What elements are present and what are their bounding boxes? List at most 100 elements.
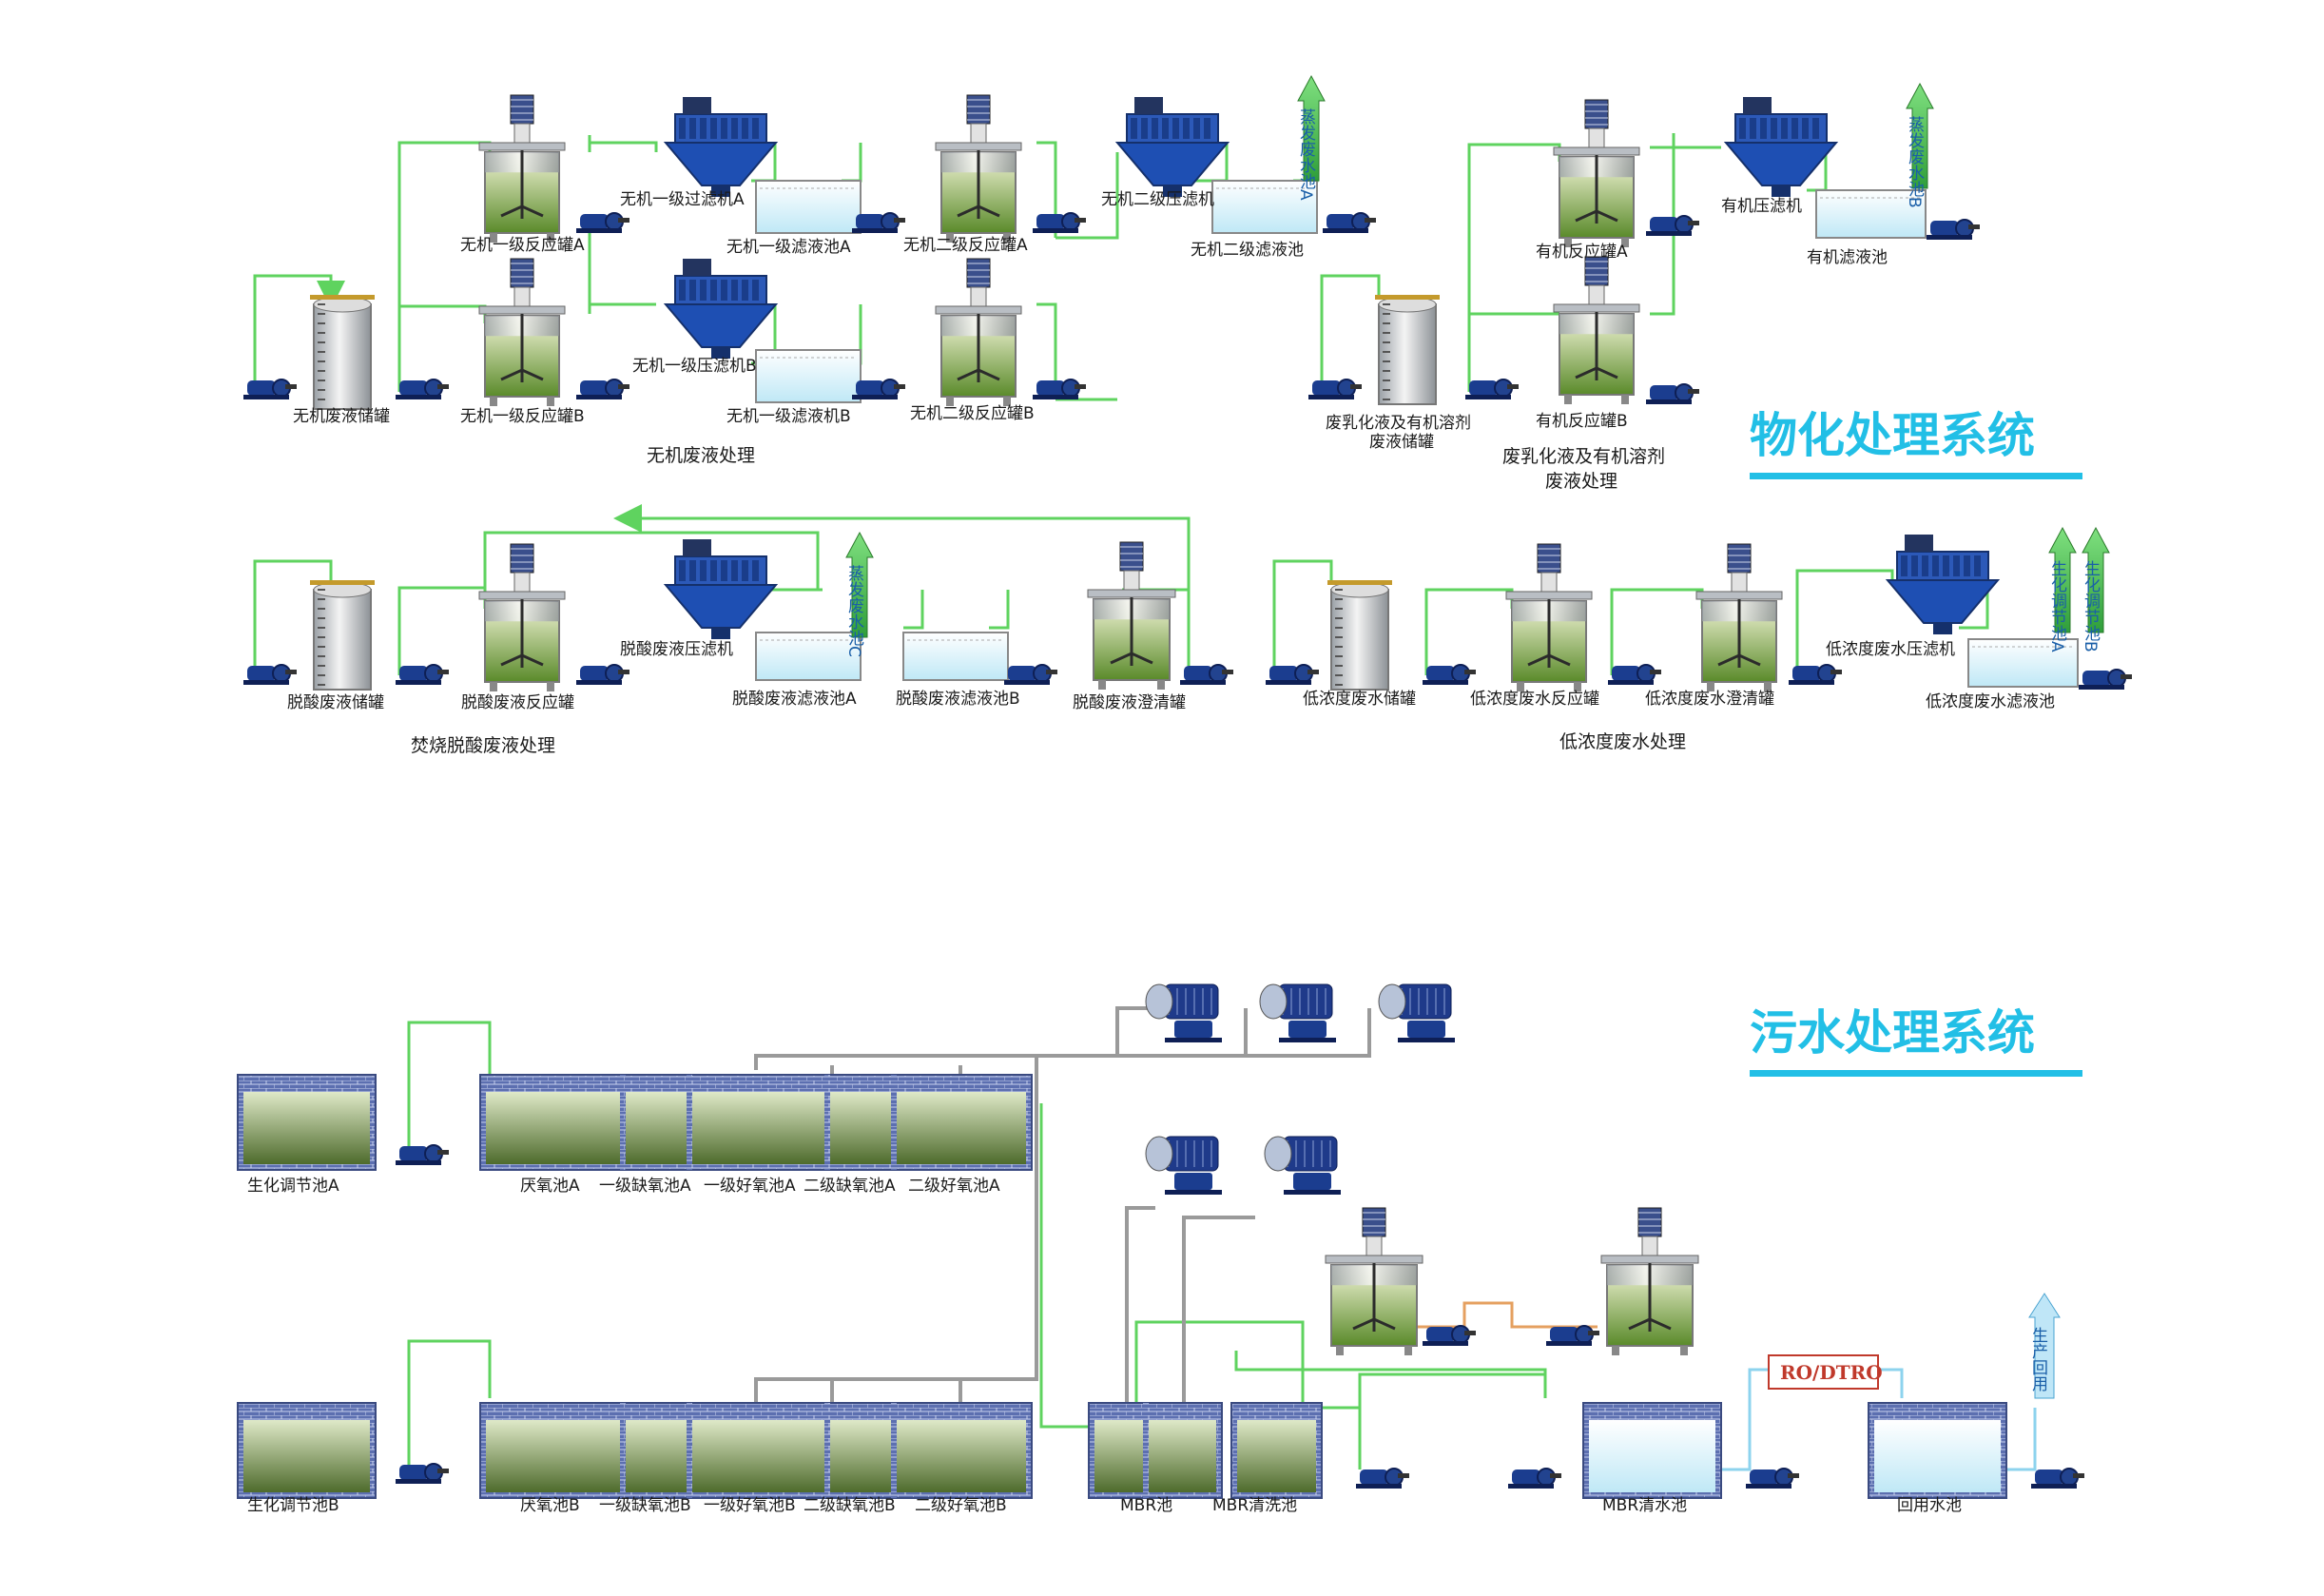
label-bio-b: 生化调节池B xyxy=(247,1496,339,1515)
label-anoxic1-b: 一级缺氧池B xyxy=(599,1496,691,1515)
sludge-reactor-icon xyxy=(1600,1207,1699,1355)
emulsion-storage-tank-icon xyxy=(1375,295,1440,405)
label-deacid-clarifier: 脱酸废液澄清罐 xyxy=(1073,693,1186,712)
deacid-flb-pool-icon xyxy=(902,632,1009,681)
section-inorganic: 无机废液处理 xyxy=(647,445,755,466)
deacid-fla-pool-icon xyxy=(755,632,862,681)
label-inorganic-r2b: 无机二级反应罐B xyxy=(910,404,1035,423)
label-inorganic-fl1b: 无机一级滤液机B xyxy=(726,407,851,426)
bio-tank-b-icon xyxy=(237,1402,377,1499)
label-organic-rb: 有机反应罐B xyxy=(1536,412,1628,431)
pump-icon xyxy=(1180,664,1233,685)
pump-icon xyxy=(576,379,629,399)
sewage-title-underline xyxy=(1750,1070,2082,1077)
label-organic-fp: 有机压滤机 xyxy=(1721,197,1802,216)
label-anaerobic-b: 厌氧池B xyxy=(520,1496,580,1515)
pump-icon xyxy=(1308,379,1362,399)
blower-icon xyxy=(1259,983,1336,1042)
inorganic-fl1b-pool-icon xyxy=(755,349,862,403)
pump-icon xyxy=(852,379,905,399)
evaporation-arrow-label: 生化调节池A xyxy=(2047,560,2067,652)
mbr-clear-tank-icon xyxy=(1582,1402,1722,1499)
low-fl-pool-icon xyxy=(1967,638,2079,688)
label-organic-ra: 有机反应罐A xyxy=(1536,243,1628,262)
pump-icon xyxy=(1927,219,1980,240)
mbr-wash-tank-icon xyxy=(1230,1402,1323,1499)
evaporation-b-arrow-icon: 蒸发废水池B xyxy=(1905,82,1934,208)
inorganic-r2a-tank-icon xyxy=(935,94,1022,243)
section-deacid: 焚烧脱酸废液处理 xyxy=(411,735,555,756)
sludge-reactor-icon xyxy=(1325,1207,1423,1355)
low-clarifier-tank-icon xyxy=(1695,543,1783,691)
blower-icon xyxy=(1145,983,1222,1042)
label-inorganic-r2a: 无机二级反应罐A xyxy=(903,236,1028,255)
pump-icon xyxy=(1546,1325,1599,1346)
label-emulsion-storage-1: 废乳化液及有机溶剂 xyxy=(1326,414,1471,433)
organic-ra-tank-icon xyxy=(1553,99,1640,247)
label-inorganic-fl2: 无机二级滤液池 xyxy=(1191,241,1304,260)
bio-a-arrow-icon: 生化调节池A xyxy=(2047,526,2077,652)
deacid-clarifier-tank-icon xyxy=(1087,541,1176,690)
low-reactor-tank-icon xyxy=(1505,543,1593,691)
label-anoxic1-a: 一级缺氧池A xyxy=(599,1177,691,1196)
label-deacid-fla: 脱酸废液滤液池A xyxy=(732,690,857,709)
pump-icon xyxy=(1033,212,1086,233)
label-aerobic1-a: 一级好氧池A xyxy=(704,1177,796,1196)
pump-icon xyxy=(1646,383,1699,404)
reuse-tank-icon xyxy=(1868,1402,2007,1499)
inorganic-storage-tank-icon xyxy=(310,295,375,410)
organic-fp-icon xyxy=(1723,97,1839,197)
pump-icon xyxy=(396,379,449,399)
mbr-tank-icon xyxy=(1088,1402,1223,1499)
label-reuse: 回用水池 xyxy=(1897,1496,1962,1515)
pump-icon xyxy=(243,379,297,399)
label-inorganic-fp1a: 无机一级过滤机A xyxy=(620,190,745,209)
pump-icon xyxy=(1608,664,1661,685)
label-emulsion-storage-2: 废液储罐 xyxy=(1369,433,1434,452)
pump-icon xyxy=(1356,1468,1409,1489)
blower-icon xyxy=(1145,1136,1222,1195)
pump-icon xyxy=(2079,669,2132,690)
organic-rb-tank-icon xyxy=(1553,256,1640,404)
label-inorganic-fp1b: 无机一级压滤机B xyxy=(632,357,757,376)
pump-icon xyxy=(2031,1468,2084,1489)
ro-label: RO/DTRO xyxy=(1780,1361,1883,1384)
label-mbr-clear: MBR清水池 xyxy=(1602,1496,1687,1515)
pump-icon xyxy=(576,664,629,685)
pump-icon xyxy=(1423,664,1476,685)
label-inorganic-r1b: 无机一级反应罐B xyxy=(460,407,585,426)
label-low-fp: 低浓度废水压滤机 xyxy=(1826,640,1955,659)
title-physchem-system: 物化处理系统 xyxy=(1750,408,2035,463)
label-low-storage: 低浓度废水储罐 xyxy=(1303,690,1416,709)
title-sewage-system: 污水处理系统 xyxy=(1750,1005,2035,1061)
bio-tank-a-icon xyxy=(237,1074,377,1171)
label-inorganic-fp2: 无机二级压滤机 xyxy=(1101,190,1214,209)
label-deacid-fp: 脱酸废液压滤机 xyxy=(620,640,733,659)
label-inorganic-storage: 无机废液储罐 xyxy=(293,407,390,426)
evaporation-arrow-label: 蒸发废水池C xyxy=(844,565,864,657)
label-inorganic-r1a: 无机一级反应罐A xyxy=(460,236,585,255)
physchem-title-underline xyxy=(1750,473,2082,479)
labels: 无机废液储罐 无机一级反应罐A 无机一级反应罐B 无机一级过滤机A 无机一级压滤… xyxy=(247,190,2055,1515)
production-reuse-label: 生产回用 xyxy=(2028,1327,2048,1392)
inorganic-r1a-tank-icon xyxy=(478,94,566,243)
pump-icon xyxy=(1746,1468,1799,1489)
label-deacid-reactor: 脱酸废液反应罐 xyxy=(461,693,574,712)
pump-icon xyxy=(1004,664,1057,685)
low-storage-tank-icon xyxy=(1327,580,1392,691)
inorganic-r1b-tank-icon xyxy=(478,258,566,406)
pump-icon xyxy=(1465,379,1519,399)
label-anoxic2-b: 二级缺氧池B xyxy=(804,1496,896,1515)
bio-train-a-icon xyxy=(479,1074,1033,1171)
label-bio-a: 生化调节池A xyxy=(247,1177,339,1196)
bio-train-b-icon xyxy=(479,1402,1033,1499)
label-low-fl: 低浓度废水滤液池 xyxy=(1926,692,2055,711)
label-organic-fl: 有机滤液池 xyxy=(1807,248,1888,267)
label-aerobic2-a: 二级好氧池A xyxy=(908,1177,1000,1196)
production-reuse-arrow-icon: 生产回用 xyxy=(2028,1293,2061,1399)
pump-icon xyxy=(1508,1468,1561,1489)
pump-icon xyxy=(1266,664,1319,685)
pump-icon xyxy=(1323,212,1376,233)
